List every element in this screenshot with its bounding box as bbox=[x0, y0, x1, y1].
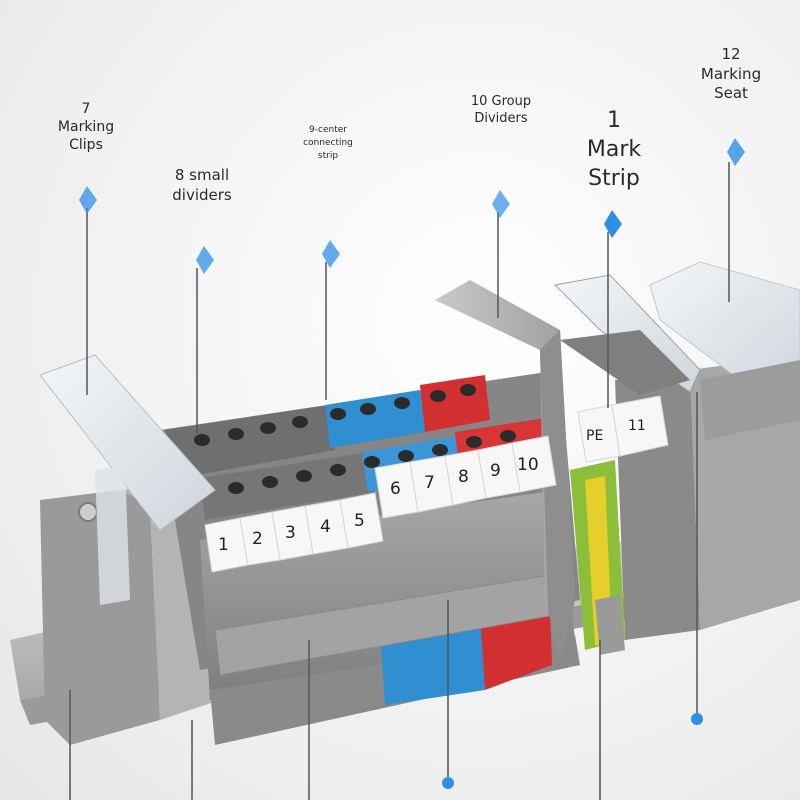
marker-1: 1 bbox=[218, 535, 229, 555]
blue-diamond-pointer-icon bbox=[79, 138, 745, 274]
pointer-lines bbox=[69, 162, 730, 800]
marker-4: 4 bbox=[320, 517, 331, 537]
marker-3: 3 bbox=[285, 523, 296, 543]
pointer-8-icon bbox=[196, 246, 214, 274]
pointer-dot-right bbox=[691, 713, 703, 725]
marker-8: 8 bbox=[458, 467, 469, 487]
marking-clip-post bbox=[95, 465, 130, 605]
bracket-screw bbox=[78, 502, 98, 522]
callout-small-dividers: 8 small dividers bbox=[172, 166, 232, 204]
red-base-segment bbox=[480, 605, 552, 690]
pointer-7-icon bbox=[79, 186, 97, 214]
pointer-dot-bottom bbox=[442, 777, 454, 789]
callout-group-dividers: 10 Group Dividers bbox=[470, 94, 532, 126]
group-divider-edge bbox=[540, 330, 575, 660]
pointer-1-icon bbox=[604, 210, 622, 238]
callout-mark-strip: 1 Mark Strip bbox=[586, 108, 642, 192]
marker-pe: PE bbox=[586, 428, 603, 444]
marker-9: 9 bbox=[490, 461, 501, 481]
end-bracket bbox=[40, 490, 160, 745]
pointer-12-icon bbox=[727, 138, 745, 166]
marker-11: 11 bbox=[628, 418, 646, 434]
mark-strip-base bbox=[560, 330, 690, 395]
marker-tags bbox=[204, 395, 669, 573]
pointer-9-icon bbox=[322, 240, 340, 268]
marker-2: 2 bbox=[252, 529, 263, 549]
marker-numbers: 1 2 3 4 5 6 7 8 9 10 PE 11 bbox=[218, 418, 646, 555]
marker-10: 10 bbox=[517, 455, 539, 475]
callout-center-strip: 9-center connecting strip bbox=[303, 125, 353, 162]
pointer-10-icon bbox=[492, 190, 510, 218]
marking-seat-holder bbox=[700, 360, 800, 440]
marker-6: 6 bbox=[390, 479, 401, 499]
callout-marking-clips: 7 Marking Clips bbox=[57, 101, 115, 154]
marker-5: 5 bbox=[354, 511, 365, 531]
screw-holes bbox=[194, 384, 516, 494]
marker-7: 7 bbox=[424, 473, 435, 493]
pe-lower-foot bbox=[595, 595, 625, 655]
marking-seat-tab bbox=[649, 261, 800, 396]
callout-marking-seat: 12 Marking Seat bbox=[700, 45, 762, 102]
